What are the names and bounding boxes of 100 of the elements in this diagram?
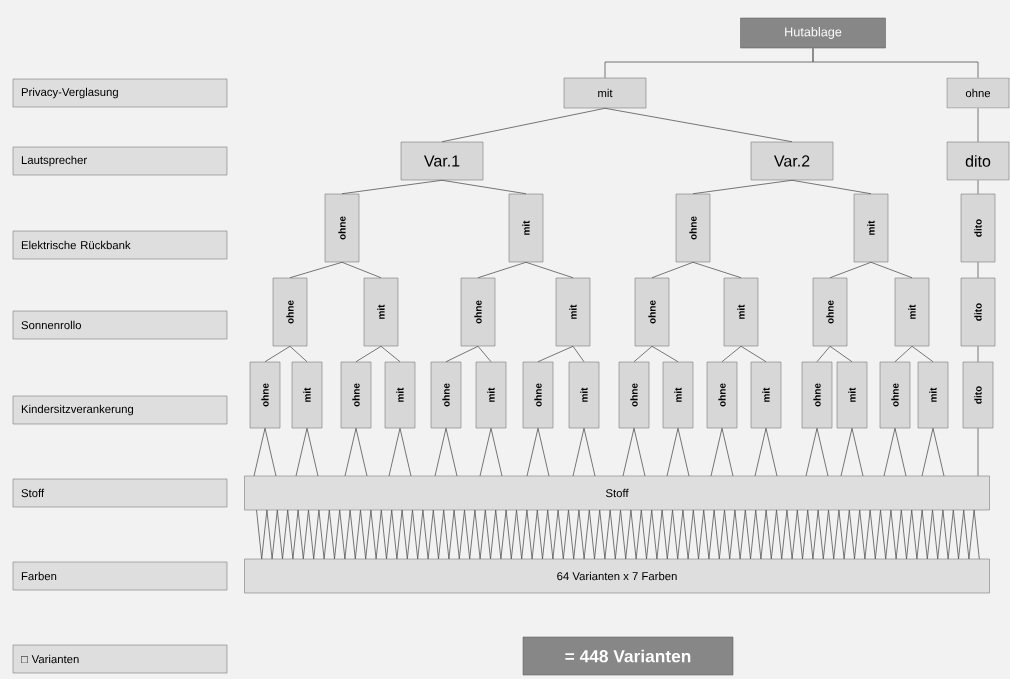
- connector: [622, 427, 646, 477]
- connector: [289, 345, 308, 363]
- option-box: mit: [384, 361, 416, 429]
- option-box: ohne: [812, 277, 848, 347]
- option-box: ohne: [272, 277, 308, 347]
- connector: [525, 261, 574, 279]
- connector: [977, 179, 979, 195]
- option-box: mit: [555, 277, 591, 347]
- row-label-box: Farben: [12, 561, 228, 591]
- connector: [295, 427, 319, 477]
- option-box: mit: [853, 193, 889, 263]
- connector: [692, 261, 742, 279]
- connector: [264, 345, 291, 363]
- connector: [445, 345, 479, 363]
- connector: [380, 345, 401, 363]
- connector: [434, 427, 458, 477]
- row-label-box: Lautsprecher: [12, 146, 228, 176]
- connector: [537, 345, 574, 363]
- connector: [812, 47, 979, 79]
- option-box: ohne: [675, 193, 711, 263]
- connector: [479, 427, 503, 477]
- connector: [921, 427, 945, 477]
- connector: [666, 427, 690, 477]
- option-box: Var.2: [750, 141, 834, 181]
- option-box: mit: [917, 361, 949, 429]
- variant-bar: Stoff: [244, 475, 990, 511]
- option-box: mit: [508, 193, 544, 263]
- option-box: mit: [291, 361, 323, 429]
- connector: [977, 261, 979, 279]
- connector: [816, 345, 831, 363]
- row-label-box: Stoff: [12, 478, 228, 508]
- option-box: ohne: [801, 361, 833, 429]
- connector: [710, 427, 734, 477]
- connector: [791, 179, 872, 195]
- connector: [740, 345, 767, 363]
- connector: [441, 107, 606, 143]
- connector: [911, 345, 934, 363]
- option-box: ohne: [249, 361, 281, 429]
- option-box: dito: [962, 361, 994, 429]
- connector: [829, 261, 872, 279]
- option-box: ohne: [522, 361, 554, 429]
- option-box: dito: [960, 277, 996, 347]
- connector: [355, 345, 382, 363]
- connector: [526, 427, 550, 477]
- option-box: Var.1: [400, 141, 484, 181]
- option-box: dito: [946, 141, 1010, 181]
- connector: [651, 345, 679, 363]
- option-box: mit: [363, 277, 399, 347]
- connector: [977, 107, 979, 143]
- connector: [805, 427, 829, 477]
- option-box: mit: [894, 277, 930, 347]
- option-box: ohne: [618, 361, 650, 429]
- option-box: ohne: [430, 361, 462, 429]
- connector: [572, 345, 585, 363]
- result-box: = 448 Varianten: [522, 636, 734, 676]
- connector: [883, 427, 907, 477]
- connector: [977, 427, 979, 477]
- connector: [840, 427, 864, 477]
- row-label-box: Privacy-Verglasung: [12, 78, 228, 108]
- connector: [894, 345, 913, 363]
- option-box: ohne: [879, 361, 911, 429]
- option-box: mit: [750, 361, 782, 429]
- connector: [870, 261, 913, 279]
- connector: [572, 427, 596, 477]
- option-box: ohne: [324, 193, 360, 263]
- connector: [341, 261, 382, 279]
- connector: [754, 427, 778, 477]
- connector: [477, 345, 492, 363]
- connector: [388, 427, 412, 477]
- option-box: ohne: [340, 361, 372, 429]
- option-box: ohne: [634, 277, 670, 347]
- connector: [692, 179, 793, 195]
- option-box: mit: [568, 361, 600, 429]
- connector: [721, 345, 742, 363]
- connector: [341, 179, 443, 195]
- connector: [604, 107, 793, 143]
- option-box: dito: [960, 193, 996, 263]
- connector: [633, 345, 653, 363]
- row-label-box: Kindersitzverankerung: [12, 395, 228, 425]
- connector: [477, 261, 527, 279]
- option-box: ohne: [706, 361, 738, 429]
- option-box: mit: [723, 277, 759, 347]
- option-box: mit: [563, 77, 647, 109]
- connector: [829, 345, 853, 363]
- row-label-box: Elektrische Rückbank: [12, 230, 228, 260]
- option-box: mit: [662, 361, 694, 429]
- option-box: mit: [475, 361, 507, 429]
- connector: [289, 261, 343, 279]
- row-label-box: □ Varianten: [12, 644, 228, 674]
- connector: [977, 345, 979, 363]
- connector: [441, 179, 527, 195]
- row-label-box: Sonnenrollo: [12, 310, 228, 340]
- option-box: ohne: [946, 77, 1010, 109]
- root-box: Hutablage: [740, 17, 886, 49]
- variant-bar: 64 Varianten x 7 Farben: [244, 558, 990, 594]
- option-box: mit: [836, 361, 868, 429]
- option-box: ohne: [460, 277, 496, 347]
- connector: [651, 261, 694, 279]
- connector: [344, 427, 368, 477]
- connector: [253, 427, 277, 477]
